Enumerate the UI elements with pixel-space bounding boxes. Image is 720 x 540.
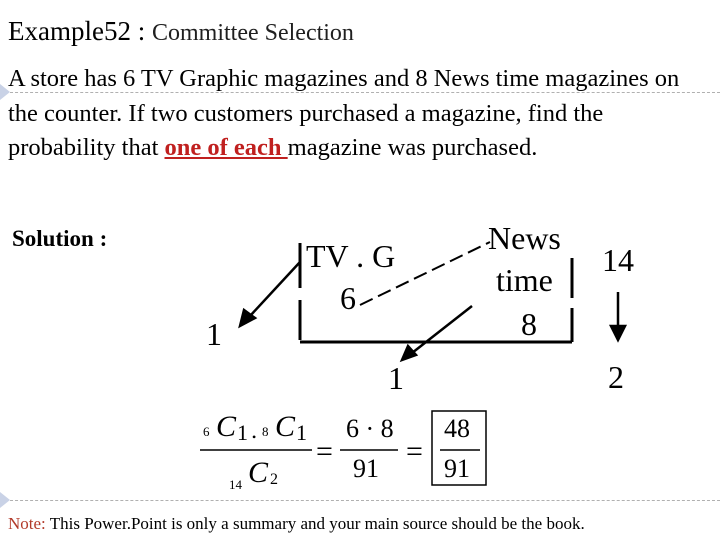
slide-marker-icon bbox=[0, 84, 10, 100]
divider bbox=[0, 92, 720, 93]
connector-line bbox=[359, 241, 491, 306]
formula-k2: 1 bbox=[296, 420, 307, 445]
total-count: 14 bbox=[602, 242, 634, 278]
solution-label: Solution : bbox=[12, 226, 108, 251]
news-count: 8 bbox=[521, 306, 537, 342]
formula-c1: C bbox=[216, 410, 237, 443]
formula-n1: 6 bbox=[203, 424, 210, 439]
arrow-news-head bbox=[399, 343, 419, 363]
divider-bottom bbox=[0, 500, 720, 501]
problem-text: A store has 6 TV Graphic magazines and 8… bbox=[8, 62, 713, 166]
formula-c3: C bbox=[248, 456, 269, 489]
equals-2: = bbox=[406, 435, 423, 468]
result-box bbox=[431, 410, 487, 486]
arrow-tv-line bbox=[249, 261, 301, 317]
formula-n2: 8 bbox=[262, 424, 269, 439]
formula-k3: 2 bbox=[270, 471, 278, 488]
choose-news: 1 bbox=[388, 360, 404, 396]
tv-label: TV . G bbox=[306, 238, 396, 274]
formula-mid-den: 91 bbox=[353, 454, 379, 483]
news-label-2: time bbox=[496, 262, 553, 298]
formula-c2: C bbox=[275, 410, 296, 443]
choose-tv: 1 bbox=[206, 316, 222, 352]
formula-dot: • bbox=[252, 430, 257, 444]
problem-after: magazine was purchased. bbox=[287, 134, 538, 161]
footer-note: Note: This Power.Point is only a summary… bbox=[8, 514, 585, 534]
formula-n3: 14 bbox=[229, 477, 242, 492]
title-main: Example52 : bbox=[8, 16, 152, 46]
problem-highlight: one of each bbox=[164, 134, 288, 161]
formula-res-den: 91 bbox=[444, 454, 470, 483]
problem-before: A store has 6 TV Graphic magazines and 8… bbox=[8, 65, 680, 161]
note-text: This Power.Point is only a summary and y… bbox=[45, 514, 585, 533]
tv-count: 6 bbox=[340, 280, 356, 316]
title-subtitle: Committee Selection bbox=[151, 20, 354, 46]
formula-res-num: 48 bbox=[444, 414, 470, 443]
formula-k1: 1 bbox=[237, 420, 248, 445]
arrow-news-line bbox=[411, 305, 473, 354]
news-label-1: News bbox=[488, 220, 561, 256]
slide-title: Example52 : Committee Selection bbox=[8, 16, 354, 47]
note-label: Note: bbox=[8, 514, 46, 533]
arrow-tv-head bbox=[238, 307, 258, 329]
arrow-total-head bbox=[608, 324, 628, 343]
slide-marker-bottom-icon bbox=[0, 492, 10, 508]
formula-mid-num: 6 · 8 bbox=[346, 414, 394, 443]
choose-total: 2 bbox=[608, 359, 624, 395]
equals-1: = bbox=[316, 435, 333, 468]
